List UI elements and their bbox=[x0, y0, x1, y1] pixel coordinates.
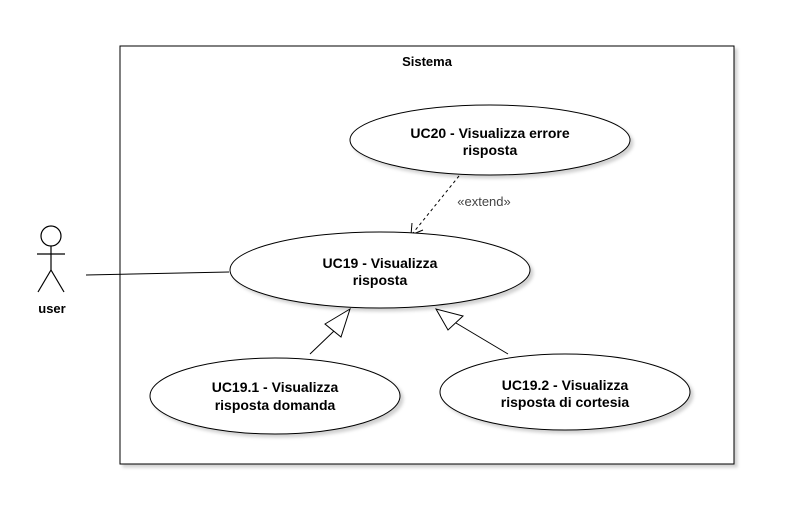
use-case-label: risposta bbox=[353, 272, 408, 288]
use-case-uc20[interactable]: UC20 - Visualizza errore risposta bbox=[349, 104, 631, 176]
use-case-label: risposta di cortesia bbox=[501, 394, 630, 410]
use-case-label: UC19 - Visualizza bbox=[323, 255, 438, 271]
use-case-uc19-1[interactable]: UC19.1 - Visualizza risposta domanda bbox=[149, 357, 401, 435]
use-case-label: UC19.2 - Visualizza bbox=[502, 377, 629, 393]
association-line bbox=[85, 271, 230, 276]
use-case-label: risposta domanda bbox=[215, 397, 336, 413]
system-title: Sistema bbox=[402, 54, 453, 69]
use-case-uc19-2[interactable]: UC19.2 - Visualizza risposta di cortesia bbox=[439, 353, 691, 431]
use-case-label: risposta bbox=[463, 142, 518, 158]
stick-figure-icon bbox=[37, 225, 65, 293]
generalization-arrow-uc19-2 bbox=[434, 308, 509, 355]
use-case-uc19[interactable]: UC19 - Visualizza risposta bbox=[229, 231, 531, 309]
extend-relation: «extend» bbox=[410, 175, 511, 236]
extend-label: «extend» bbox=[457, 194, 511, 209]
actor-user[interactable]: user bbox=[37, 225, 66, 316]
use-case-label: UC20 - Visualizza errore bbox=[410, 125, 569, 141]
actor-label: user bbox=[38, 301, 65, 316]
use-case-label: UC19.1 - Visualizza bbox=[212, 379, 339, 395]
generalization-arrow-uc19-1 bbox=[309, 307, 351, 355]
